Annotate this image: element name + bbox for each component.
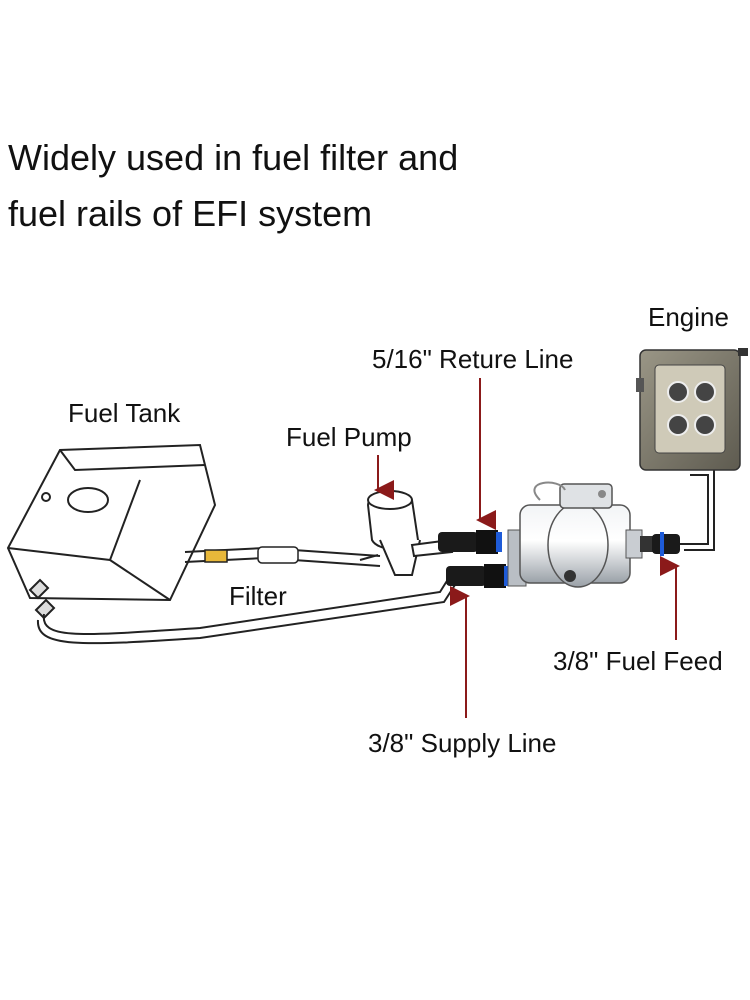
return-hose: [36, 567, 463, 645]
title-line-2: fuel rails of EFI system: [8, 193, 373, 234]
page-title: Widely used in fuel filter and fuel rail…: [8, 130, 708, 242]
fuel-regulator-canister: [507, 481, 654, 588]
label-return-line: 5/16" Reture Line: [372, 344, 574, 374]
supply-fitting: [446, 564, 510, 588]
return-fitting: [438, 530, 502, 554]
label-supply-line: 3/8" Supply Line: [368, 728, 557, 758]
hose-coupler: [257, 546, 299, 564]
background-band: [0, 130, 750, 760]
title-line-1: Widely used in fuel filter and: [8, 137, 459, 178]
fuel-tank-drawing: [6, 443, 217, 620]
fuel-pump-drawing: [359, 490, 454, 576]
inline-filter: [204, 549, 228, 563]
label-fuel-feed: 3/8" Fuel Feed: [553, 646, 723, 676]
label-filter: Filter: [229, 581, 287, 611]
label-engine: Engine: [648, 302, 729, 332]
feed-line-outer: [684, 468, 715, 551]
callout-arrows: [374, 378, 680, 718]
feed-fitting: [652, 532, 680, 556]
engine-drawing: [636, 348, 748, 471]
feed-line: [680, 474, 709, 545]
label-fuel-tank: Fuel Tank: [68, 398, 181, 428]
label-fuel-pump: Fuel Pump: [286, 422, 412, 452]
